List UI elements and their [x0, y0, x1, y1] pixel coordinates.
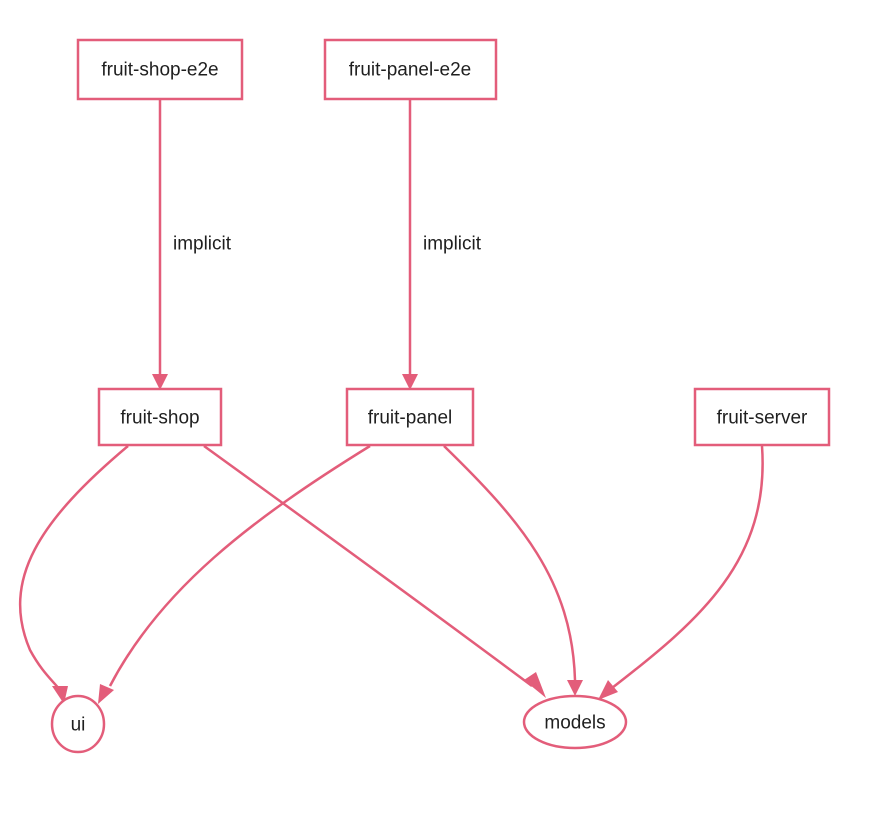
node-fruit-shop[interactable]: fruit-shop — [97, 387, 223, 447]
edge-fruit-panel-e2e-to-fruit-panel[interactable]: implicit — [402, 100, 482, 390]
node-ellipse[interactable] — [50, 694, 106, 754]
node-fruit-panel[interactable]: fruit-panel — [345, 387, 475, 447]
node-label: models — [544, 713, 605, 734]
arrowhead-icon — [567, 680, 583, 696]
node-box[interactable] — [76, 38, 244, 101]
edge-fruit-panel-to-models[interactable] — [443, 445, 583, 696]
edge-line[interactable] — [203, 444, 533, 688]
node-fruit-server[interactable]: fruit-server — [693, 387, 831, 447]
node-fruit-shop-e2e[interactable]: fruit-shop-e2e — [76, 38, 244, 101]
arrowhead-icon — [524, 672, 546, 698]
edge-fruit-server-to-models[interactable] — [598, 445, 764, 700]
node-label: fruit-server — [717, 408, 808, 429]
node-ellipse[interactable] — [522, 694, 628, 750]
edge-fruit-shop-to-ui[interactable] — [18, 445, 129, 704]
node-ui[interactable]: ui — [50, 694, 106, 754]
edge-line[interactable] — [18, 445, 129, 691]
node-box[interactable] — [323, 38, 498, 101]
node-label: fruit-panel-e2e — [349, 60, 472, 81]
edge-fruit-panel-to-ui[interactable] — [98, 444, 371, 704]
node-box[interactable] — [97, 387, 223, 447]
nodes: fruit-shop-e2e fruit-panel-e2e fruit-sho… — [50, 38, 831, 754]
arrowhead-icon — [152, 374, 168, 390]
node-box[interactable] — [345, 387, 475, 447]
node-fruit-panel-e2e[interactable]: fruit-panel-e2e — [323, 38, 498, 101]
edge-label: implicit — [173, 234, 232, 255]
node-box[interactable] — [693, 387, 831, 447]
node-label: fruit-panel — [368, 408, 453, 429]
arrowhead-icon — [98, 684, 114, 704]
arrowhead-icon — [402, 374, 418, 390]
node-label: ui — [71, 715, 86, 736]
edges: implicit implicit — [18, 100, 764, 704]
edge-fruit-shop-to-models[interactable] — [203, 444, 546, 698]
arrowhead-icon — [598, 680, 618, 700]
node-label: fruit-shop — [120, 408, 199, 429]
edge-line[interactable] — [611, 445, 764, 689]
edge-fruit-shop-e2e-to-fruit-shop[interactable]: implicit — [152, 100, 232, 390]
edge-line[interactable] — [443, 445, 577, 681]
node-label: fruit-shop-e2e — [101, 60, 218, 81]
edge-label: implicit — [423, 234, 482, 255]
node-models[interactable]: models — [522, 694, 628, 750]
edge-line[interactable] — [108, 444, 371, 687]
